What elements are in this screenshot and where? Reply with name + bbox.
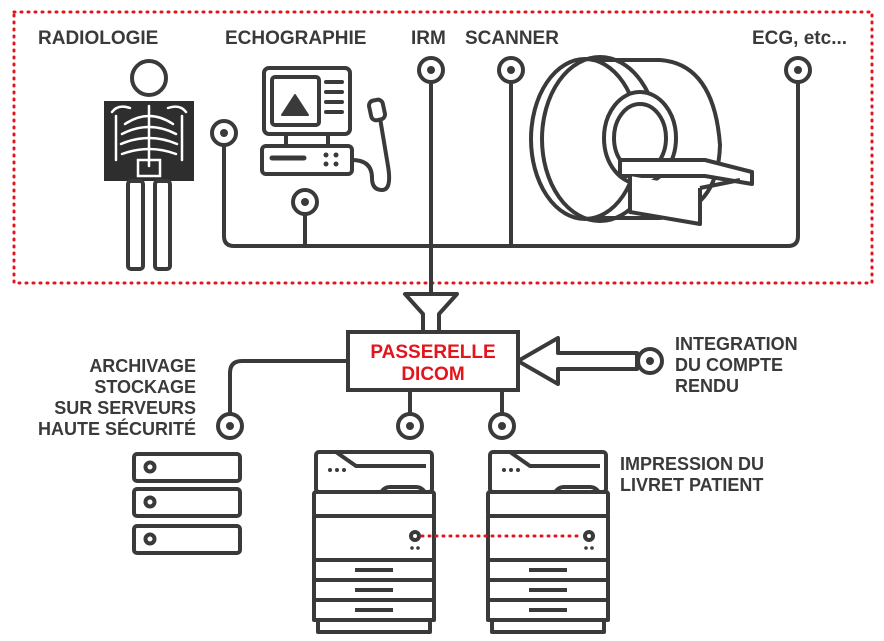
server-unit-1 bbox=[132, 452, 242, 483]
label-radiologie: RADIOLOGIE bbox=[38, 28, 158, 49]
label-irm: IRM bbox=[411, 28, 446, 49]
modality-zone-border bbox=[12, 10, 874, 285]
xray-person-icon bbox=[104, 59, 194, 271]
report-label-line2: DU COMPTE bbox=[675, 355, 783, 375]
label-echographie: ECHOGRAPHIE bbox=[225, 28, 366, 49]
print-label-line2: LIVRET PATIENT bbox=[620, 475, 763, 495]
modality-bus bbox=[222, 80, 800, 304]
mri-scanner-icon bbox=[529, 55, 754, 226]
server-unit-2 bbox=[132, 487, 242, 518]
print-label-line1: IMPRESSION DU bbox=[620, 454, 764, 474]
archive-label-line3: SUR SERVEURS bbox=[54, 398, 196, 418]
label-scanner: SCANNER bbox=[465, 28, 559, 49]
printer-2-icon bbox=[486, 450, 610, 634]
ultrasound-machine-icon bbox=[260, 66, 392, 192]
printer-1-icon bbox=[312, 450, 436, 634]
archive-label-line4: HAUTE SÉCURITÉ bbox=[38, 418, 196, 439]
output-bus bbox=[228, 359, 504, 416]
gateway-title-line1: PASSERELLE bbox=[370, 342, 495, 363]
report-input-arrow-icon bbox=[516, 336, 639, 386]
archive-label-line2: STOCKAGE bbox=[94, 377, 196, 397]
gateway-input-arrow-icon bbox=[403, 292, 459, 334]
report-label-line1: INTEGRATION bbox=[675, 334, 798, 354]
label-ecg: ECG, etc... bbox=[752, 28, 847, 49]
archive-label-line1: ARCHIVAGE bbox=[89, 356, 196, 376]
server-stack-icon bbox=[132, 452, 242, 555]
report-label-line3: RENDU bbox=[675, 376, 739, 396]
server-unit-3 bbox=[132, 524, 242, 555]
gateway-title-line2: DICOM bbox=[401, 364, 464, 385]
